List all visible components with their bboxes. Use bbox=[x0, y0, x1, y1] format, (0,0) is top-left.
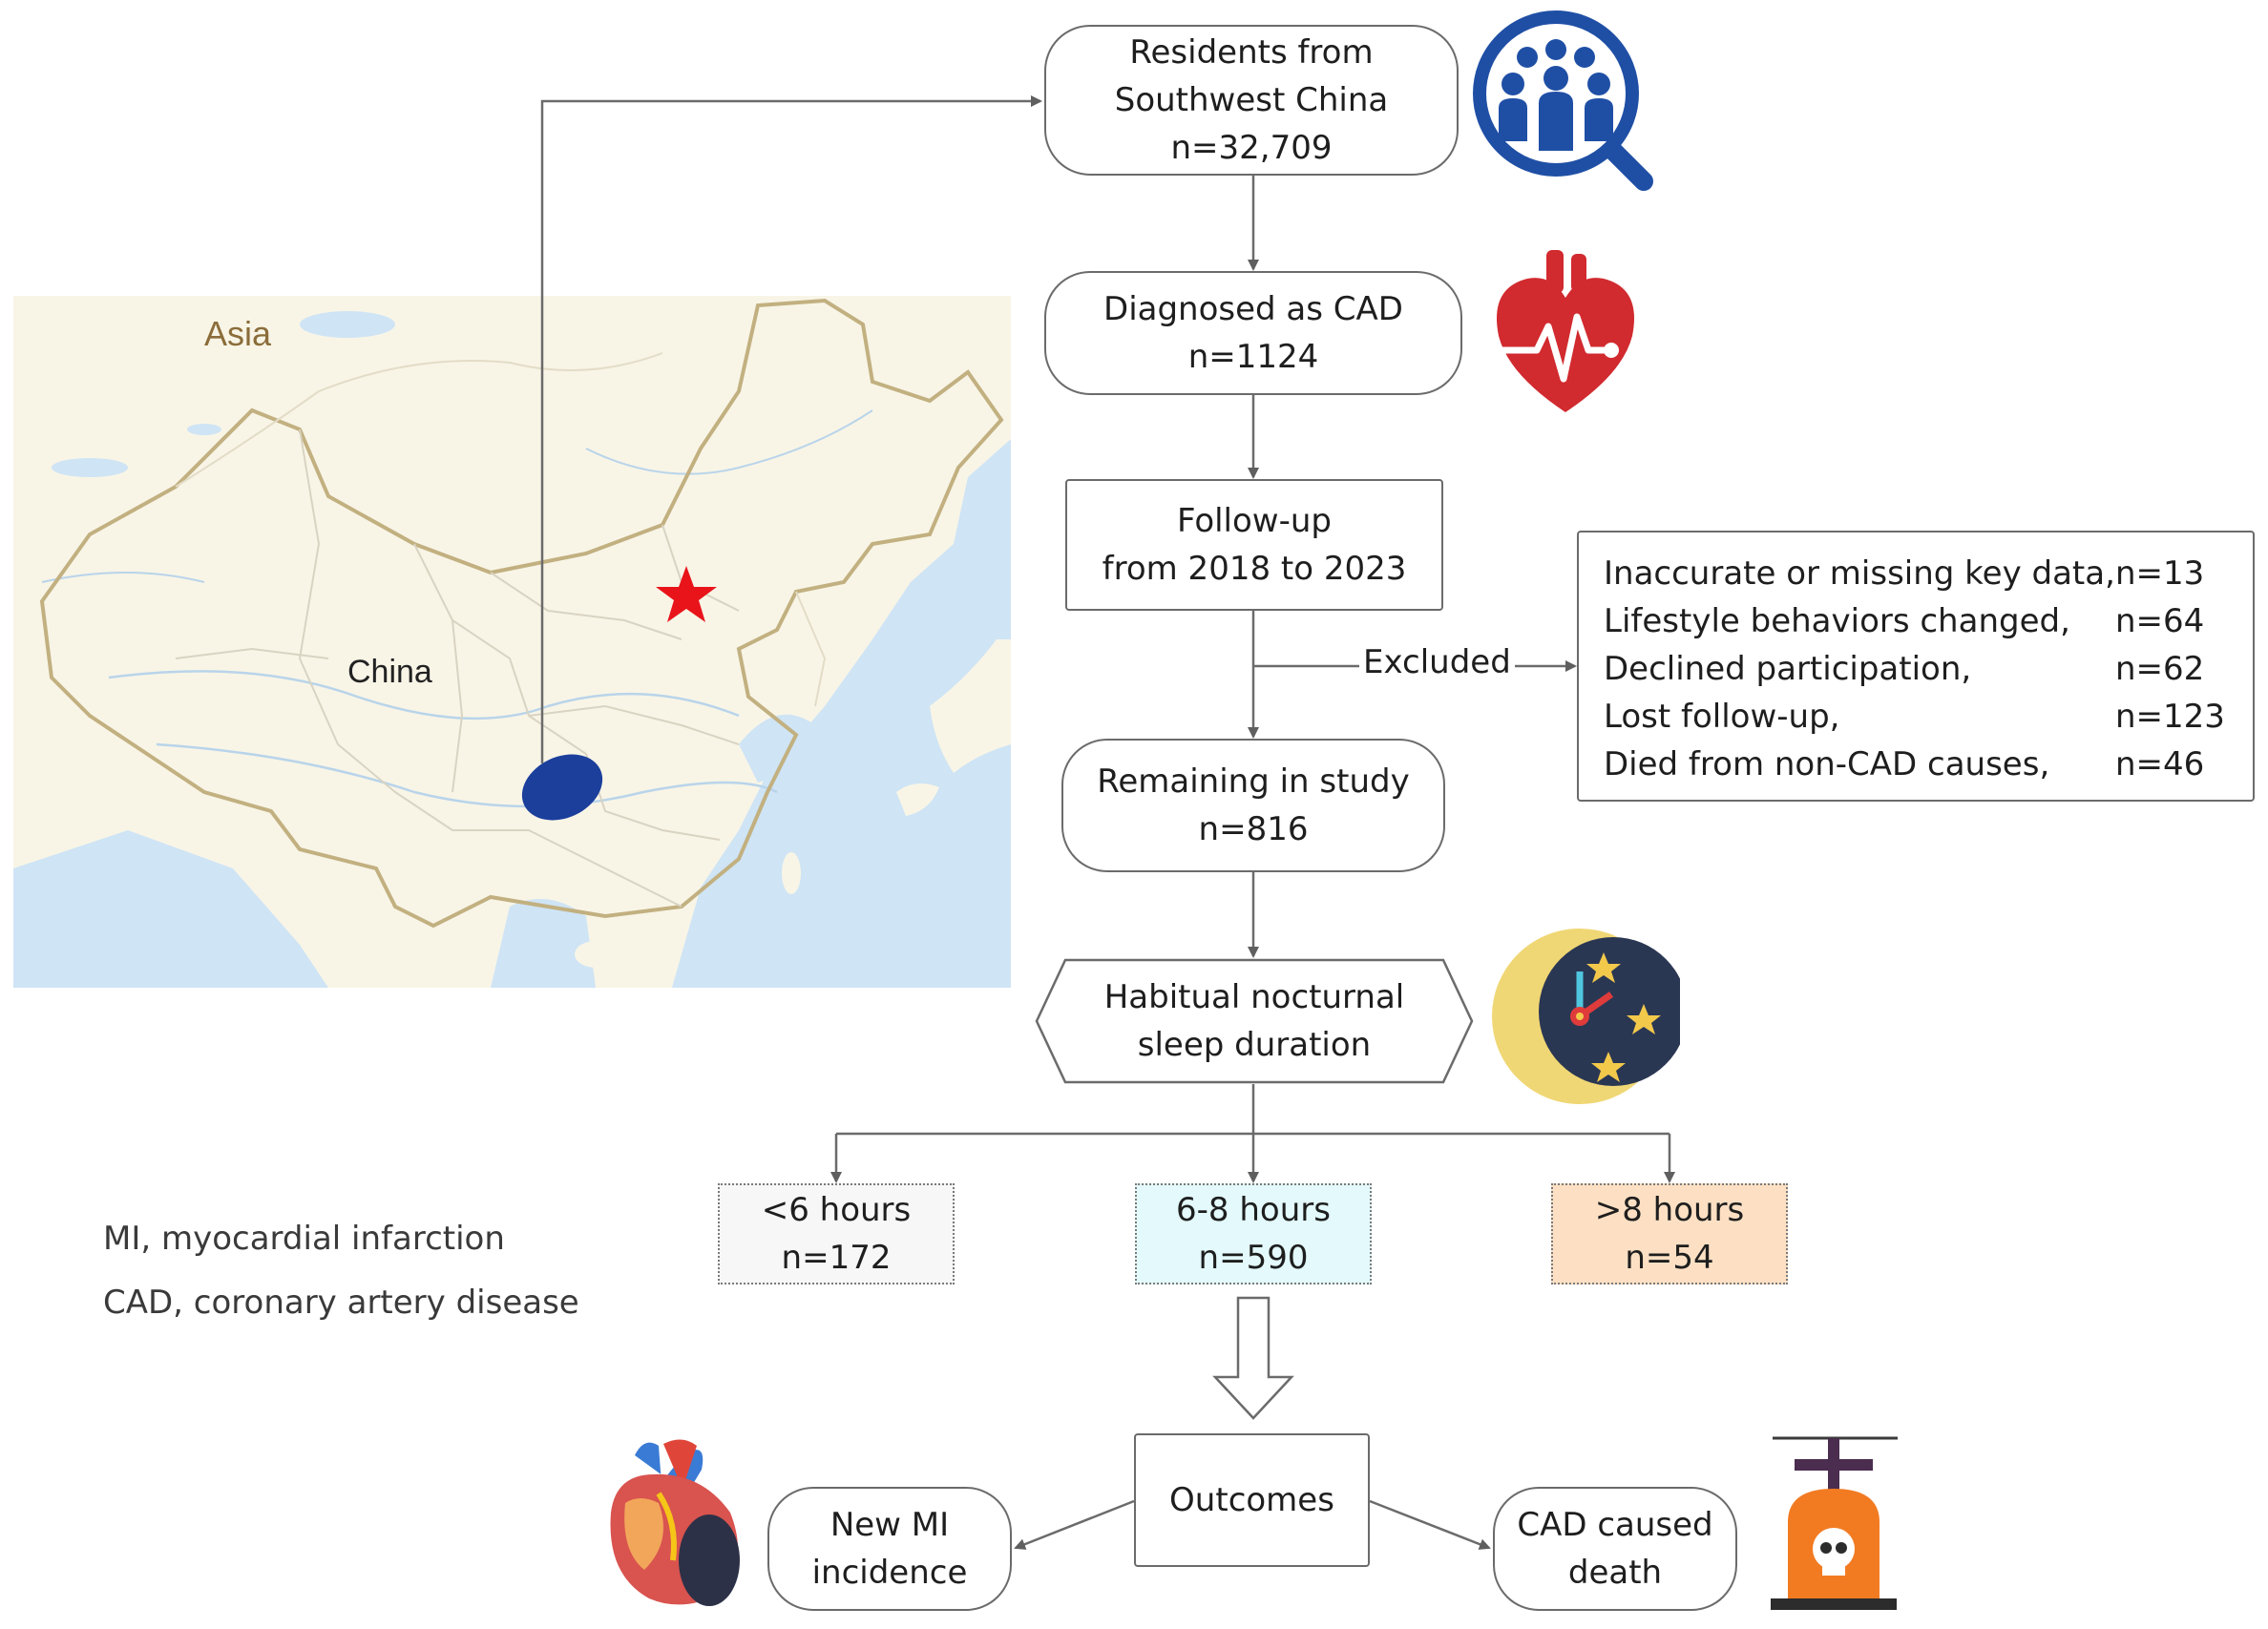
death-node: CAD caused death bbox=[1493, 1487, 1737, 1611]
remaining-node: Remaining in study n=816 bbox=[1061, 739, 1445, 872]
excluded-item: Lifestyle behaviors changed, n=64 bbox=[1604, 597, 2230, 645]
remaining-label: Remaining in study bbox=[1097, 762, 1410, 801]
excluded-count: n=13 bbox=[2115, 554, 2205, 593]
mi-node: New MI incidence bbox=[767, 1487, 1012, 1611]
cad-node: Diagnosed as CAD n=1124 bbox=[1044, 271, 1462, 395]
legend-cad: CAD, coronary artery disease bbox=[103, 1284, 579, 1322]
remaining-count: n=816 bbox=[1198, 810, 1309, 848]
death-label-line1: CAD caused bbox=[1517, 1506, 1713, 1544]
sleep-label-line1: Habitual nocturnal bbox=[1103, 978, 1405, 1016]
lt6-label: <6 hours bbox=[761, 1191, 912, 1229]
sleep-node: Habitual nocturnal sleep duration bbox=[1035, 958, 1474, 1084]
death-label-line2: death bbox=[1567, 1554, 1663, 1592]
excluded-item: Died from non-CAD causes, n=46 bbox=[1604, 741, 2230, 788]
followup-label: Follow-up bbox=[1176, 502, 1333, 540]
mid-count: n=590 bbox=[1198, 1239, 1309, 1277]
residents-line2: Southwest China bbox=[1114, 81, 1389, 119]
excluded-reason: Died from non-CAD causes, bbox=[1604, 745, 2050, 783]
excluded-label: Excluded bbox=[1359, 643, 1515, 681]
southwest-china-marker bbox=[521, 754, 603, 821]
lt6-node: <6 hours n=172 bbox=[718, 1183, 955, 1284]
excluded-box: Inaccurate or missing key data,n=13 Life… bbox=[1577, 531, 2255, 802]
heart-ecg-icon bbox=[1497, 250, 1634, 412]
gt8-node: >8 hours n=54 bbox=[1551, 1183, 1788, 1284]
outcomes-node: Outcomes bbox=[1134, 1433, 1370, 1567]
asia-label: Asia bbox=[204, 314, 272, 353]
sleep-hexagon bbox=[1035, 958, 1474, 1084]
hollow-down-arrow bbox=[1212, 1296, 1294, 1420]
gt8-label: >8 hours bbox=[1594, 1191, 1745, 1229]
people-magnifier-icon bbox=[1473, 10, 1653, 191]
excluded-reason: Inaccurate or missing key data, bbox=[1604, 554, 2115, 593]
excluded-reason: Lifestyle behaviors changed, bbox=[1604, 602, 2070, 640]
tombstone-skull-icon bbox=[1771, 1436, 1898, 1610]
followup-period: from 2018 to 2023 bbox=[1102, 550, 1407, 588]
excluded-count: n=123 bbox=[2115, 698, 2225, 736]
residents-node: Residents from Southwest China n=32,709 bbox=[1044, 25, 1459, 176]
mid-node: 6-8 hours n=590 bbox=[1135, 1183, 1372, 1284]
anatomical-heart-icon bbox=[610, 1439, 740, 1606]
followup-node: Follow-up from 2018 to 2023 bbox=[1065, 479, 1443, 611]
mi-label-line2: incidence bbox=[811, 1554, 968, 1592]
excluded-count: n=64 bbox=[2115, 602, 2205, 640]
mi-label-line1: New MI bbox=[830, 1506, 950, 1544]
lt6-count: n=172 bbox=[781, 1239, 892, 1277]
excluded-count: n=62 bbox=[2115, 650, 2205, 688]
legend-mi: MI, myocardial infarction bbox=[103, 1220, 505, 1258]
excluded-reason: Lost follow-up, bbox=[1604, 698, 1840, 736]
residents-count: n=32,709 bbox=[1170, 129, 1333, 167]
residents-line1: Residents from bbox=[1129, 33, 1374, 72]
cad-label: Diagnosed as CAD bbox=[1103, 290, 1403, 328]
excluded-item: Declined participation, n=62 bbox=[1604, 645, 2230, 693]
sleep-label-line2: sleep duration bbox=[1137, 1026, 1372, 1064]
outcomes-label: Outcomes bbox=[1169, 1481, 1334, 1519]
china-label: China bbox=[347, 654, 432, 690]
moon-clock-icon bbox=[1492, 929, 1680, 1104]
capital-star-icon bbox=[656, 566, 717, 622]
excluded-item: Inaccurate or missing key data,n=13 bbox=[1604, 550, 2230, 597]
excluded-item: Lost follow-up, n=123 bbox=[1604, 693, 2230, 741]
gt8-count: n=54 bbox=[1625, 1239, 1714, 1277]
cad-count: n=1124 bbox=[1187, 338, 1319, 376]
china-map: Asia China bbox=[13, 296, 1011, 988]
excluded-count: n=46 bbox=[2115, 745, 2205, 783]
mid-label: 6-8 hours bbox=[1176, 1191, 1331, 1229]
excluded-reason: Declined participation, bbox=[1604, 650, 1972, 688]
